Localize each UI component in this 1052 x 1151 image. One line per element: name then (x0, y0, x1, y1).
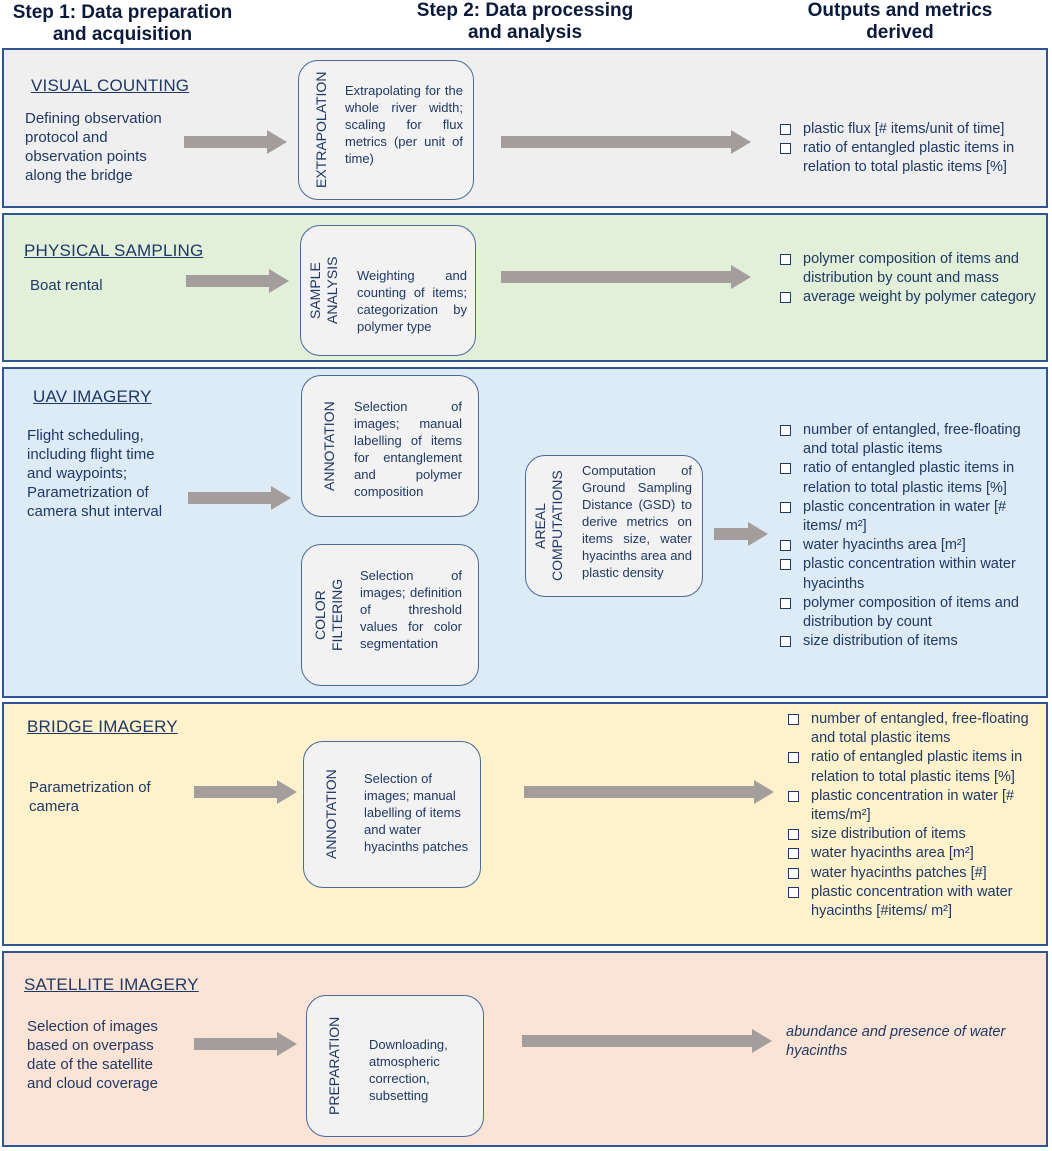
uav-annotation-text: Selection of images; manual labelling of… (354, 399, 462, 499)
extrapolation-label: EXTRAPOLATION (313, 71, 329, 189)
bridge-imagery-title: BRIDGE IMAGERY (27, 717, 178, 736)
satellite-output-arrow (522, 1029, 772, 1053)
checkbox-icon (788, 752, 799, 764)
uav-imagery-title: UAV IMAGERY (33, 387, 152, 406)
bridge-output-arrow (524, 780, 774, 804)
uav-output-arrow (714, 522, 768, 546)
panel-satellite-imagery: SATELLITE IMAGERY Selection of images ba… (2, 951, 1048, 1147)
checkbox-icon (788, 790, 799, 802)
uav-annotation-box: ANNOTATION Selection of images; manual l… (301, 375, 479, 517)
satellite-output-text: abundance and presence of water hyacinth… (786, 1024, 1006, 1059)
list-item: water hyacinths area [m²] (778, 536, 1042, 555)
uav-input-arrow (188, 486, 291, 510)
checkbox-icon (780, 292, 791, 304)
checkbox-icon (788, 867, 799, 879)
sample-analysis-text: Weighting and counting of items; categor… (357, 268, 467, 334)
checkbox-icon (788, 886, 799, 898)
list-item: plastic concentration within water hyaci… (778, 555, 1042, 593)
physical-outputs-list: polymer composition of items and distrib… (778, 250, 1046, 308)
checkbox-icon (780, 124, 791, 135)
visual-output-arrow (501, 130, 751, 154)
bridge-annotation-box: ANNOTATION Selection of images; manual l… (303, 741, 481, 888)
panel-visual-counting: VISUAL COUNTING Defining observation pro… (2, 48, 1048, 208)
checkbox-icon (780, 254, 791, 265)
physical-sampling-title: PHYSICAL SAMPLING (24, 241, 204, 260)
list-item: ratio of entangled plastic items in rela… (786, 748, 1048, 786)
preparation-box: PREPARATION Downloading, atmospheric cor… (306, 995, 484, 1137)
extrapolation-box: EXTRAPOLATION Extrapolating for the whol… (298, 60, 474, 200)
checkbox-icon (788, 848, 799, 860)
extrapolation-text: Extrapolating for the whole river width;… (345, 83, 463, 166)
panel-bridge-imagery: BRIDGE IMAGERY Parametrization of camera… (2, 702, 1048, 946)
list-item: plastic concentration with water hyacint… (786, 883, 1048, 921)
satellite-input-arrow (194, 1032, 297, 1056)
list-item: polymer composition of items and distrib… (778, 250, 1046, 288)
list-item: water hyacinths patches [#] (786, 864, 1048, 883)
preparation-text: Downloading, atmospheric correction, sub… (369, 1037, 448, 1103)
visual-counting-title: VISUAL COUNTING (31, 76, 190, 95)
preparation-label: PREPARATION (326, 1016, 342, 1116)
header-step2: Step 2: Data processing and analysis (416, 0, 634, 43)
uav-annotation-label: ANNOTATION (321, 401, 337, 491)
list-item: ratio of entangled plastic items in rela… (778, 139, 1044, 177)
uav-imagery-input: Flight scheduling, including flight time… (27, 427, 163, 520)
checkbox-icon (780, 559, 791, 571)
physical-output-arrow (501, 265, 751, 289)
header-step1: Step 1: Data preparation and acquisition (12, 2, 233, 45)
color-filtering-text: Selection of images; definition of thres… (360, 568, 462, 651)
checkbox-icon (780, 143, 791, 155)
list-item: number of entangled, free-floating and t… (778, 421, 1042, 459)
physical-input-arrow (186, 269, 289, 293)
list-item: plastic flux [# items/unit of time] (778, 120, 1044, 139)
bridge-outputs-list: number of entangled, free-floating and t… (786, 710, 1048, 921)
bridge-annotation-text: Selection of images; manual labelling of… (364, 771, 469, 854)
bridge-annotation-label: ANNOTATION (323, 769, 339, 860)
panel-uav-imagery: UAV IMAGERY Flight scheduling, including… (2, 367, 1048, 698)
areal-computations-text: Computation of Ground Sampling Distance … (582, 463, 692, 580)
list-item: size distribution of items (778, 632, 1042, 651)
list-item: plastic concentration in water [# items/… (786, 787, 1048, 825)
header-outputs: Outputs and metrics derived (807, 0, 993, 43)
list-item: number of entangled, free-floating and t… (786, 710, 1048, 748)
visual-counting-input: Defining observation protocol and observ… (25, 110, 162, 184)
checkbox-icon (780, 501, 791, 513)
list-item: water hyacinths area [m²] (786, 844, 1048, 863)
list-item: size distribution of items (786, 825, 1048, 844)
checkbox-icon (780, 636, 791, 648)
satellite-imagery-input: Selection of images based on overpass da… (27, 1018, 158, 1092)
satellite-imagery-title: SATELLITE IMAGERY (24, 975, 199, 994)
physical-sampling-input: Boat rental (30, 277, 103, 294)
checkbox-icon (780, 425, 791, 436)
list-item: plastic concentration in water [# items/… (778, 498, 1042, 536)
visual-outputs-list: plastic flux [# items/unit of time] rati… (778, 120, 1044, 178)
checkbox-icon (788, 829, 799, 841)
list-item: ratio of entangled plastic items in rela… (778, 459, 1042, 497)
list-item: average weight by polymer category (778, 288, 1046, 307)
checkbox-icon (780, 597, 791, 609)
checkbox-icon (780, 463, 791, 475)
checkbox-icon (788, 714, 799, 725)
visual-input-arrow (184, 130, 287, 154)
list-item: polymer composition of items and distrib… (778, 594, 1042, 632)
bridge-input-arrow (194, 780, 297, 804)
bridge-imagery-input: Parametrization of camera (29, 779, 151, 815)
uav-outputs-list: number of entangled, free-floating and t… (778, 421, 1042, 651)
checkbox-icon (780, 540, 791, 552)
